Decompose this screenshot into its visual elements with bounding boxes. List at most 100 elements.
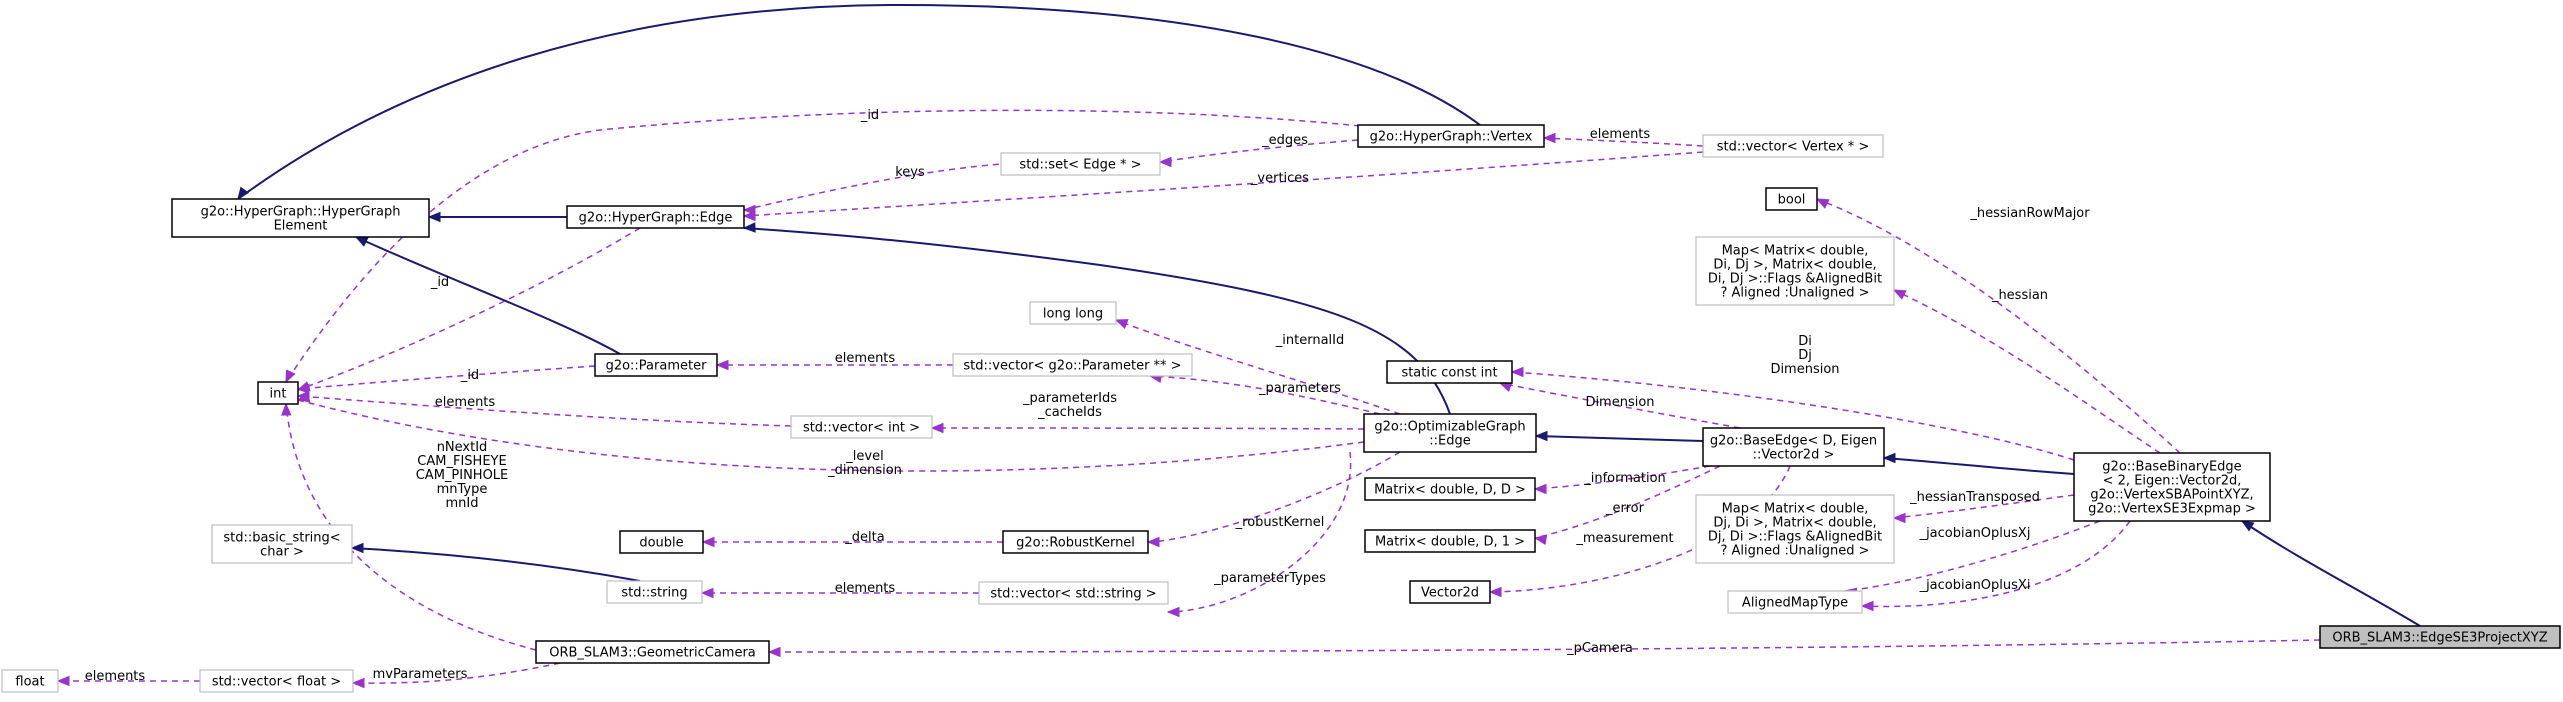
edge-optimizable_edge-int-level: _level_dimension — [296, 392, 1365, 478]
node-label-line: ? Aligned :Unaligned > — [1720, 286, 1869, 301]
edge-base_edge-static_const_int: Dimension — [1498, 382, 1741, 429]
class-node-vector-vertex[interactable]: std::vector< Vertex * > — [1702, 134, 1884, 158]
class-node-parameter[interactable]: g2o::Parameter — [594, 353, 718, 377]
edge-vector_float-float: elements — [56, 669, 201, 687]
edge-label-line: Di — [1798, 334, 1812, 349]
node-label: AlignedMapType — [1742, 596, 1848, 611]
node-label-line: Di, Dj >::Flags &AlignedBit — [1708, 272, 1882, 287]
node-label: std::string — [621, 586, 687, 601]
class-node-hypergraph-edge[interactable]: g2o::HyperGraph::Edge — [566, 205, 745, 229]
edge-label-line: _delta — [844, 530, 884, 545]
arrow-head-icon — [296, 392, 311, 403]
class-node-double[interactable]: double — [619, 530, 704, 554]
class-node-vector-string[interactable]: std::vector< std::string > — [978, 581, 1169, 605]
edge-label-line: _id — [430, 275, 449, 290]
edge-line — [237, 3, 1481, 200]
node-label-line: bool — [1778, 193, 1806, 208]
class-node-robust-kernel[interactable]: g2o::RobustKernel — [1002, 530, 1149, 554]
arrow-head-icon — [742, 222, 756, 233]
class-node-optimizable-edge[interactable]: g2o::OptimizableGraph::Edge — [1363, 413, 1537, 453]
class-node-edge-se3[interactable]: ORB_SLAM3::EdgeSE3ProjectXYZ — [2319, 625, 2561, 649]
node-label-line: std::set< Edge * > — [1019, 158, 1141, 173]
edge-label: _parameterIds_cacheIds — [1022, 391, 1117, 420]
edge-base_binary_edge-to-base_edge — [1882, 452, 2075, 475]
arrow-head-icon — [1534, 430, 1548, 442]
edge-optimizable_edge-vector_int: _parameterIds_cacheIds — [930, 391, 1365, 434]
edge-label: _hessianTransposed — [1909, 490, 2040, 505]
node-label-line: static const int — [1401, 366, 1497, 381]
node-label: std::vector< float > — [212, 675, 341, 690]
node-label-line: char > — [260, 545, 304, 560]
class-node-geometric-camera[interactable]: ORB_SLAM3::GeometricCamera — [535, 640, 770, 664]
class-node-static-const-int[interactable]: static const int — [1386, 360, 1513, 384]
node-box — [257, 381, 299, 405]
edge-line — [1534, 465, 1711, 490]
class-node-aligned-map-type[interactable]: AlignedMapType — [1727, 590, 1863, 614]
class-node-matrix-d1[interactable]: Matrix< double, D, 1 > — [1364, 529, 1536, 553]
edge-base_edge-matrix_d1: _error — [1533, 465, 1721, 545]
class-node-int[interactable]: int — [257, 381, 299, 405]
edge-label: elements — [435, 395, 496, 410]
edge-vector_string-std_string: elements — [700, 581, 979, 599]
edge-label-line: _parameterIds — [1022, 391, 1117, 406]
node-label-line: Map< Matrix< double, — [1722, 502, 1869, 517]
arrow-head-icon — [767, 646, 781, 658]
arrow-head-icon — [701, 536, 715, 548]
node-label-line: std::basic_string< — [223, 531, 340, 546]
class-node-basic-string[interactable]: std::basic_string<char > — [211, 524, 353, 564]
class-node-map-hessian[interactable]: Map< Matrix< double,Di, Dj >, Matrix< do… — [1695, 236, 1895, 306]
node-box — [1695, 494, 1895, 564]
class-node-set-edge[interactable]: std::set< Edge * > — [1000, 152, 1161, 176]
node-label: g2o::Parameter — [606, 359, 708, 374]
node-label-line: g2o::BaseEdge< D, Eigen — [1710, 434, 1877, 449]
node-label: std::vector< g2o::Parameter ** > — [963, 359, 1181, 374]
edge-optimizable_edge-robust_kernel: _robustKernel — [1146, 451, 1401, 548]
edge-line — [285, 403, 537, 651]
class-node-vector2d[interactable]: Vector2d — [1409, 580, 1491, 604]
node-box — [790, 415, 933, 439]
edge-label-line: _cacheIds — [1037, 405, 1102, 420]
edge-robust_kernel-double: _delta — [701, 530, 1004, 548]
arrow-head-icon — [350, 542, 364, 554]
edge-line — [1893, 289, 2161, 454]
edge-line — [285, 109, 1361, 383]
node-label-line: Element — [274, 219, 328, 234]
class-node-base-edge[interactable]: g2o::BaseEdge< D, Eigen::Vector2d > — [1702, 427, 1885, 467]
node-label: std::vector< std::string > — [990, 587, 1156, 602]
node-label: Matrix< double, D, D > — [1374, 483, 1526, 498]
class-node-hypergraph-vertex[interactable]: g2o::HyperGraph::Vertex — [1357, 124, 1545, 148]
edge-label: elements — [835, 581, 896, 596]
class-node-matrix-dd[interactable]: Matrix< double, D, D > — [1364, 477, 1536, 501]
node-label: std::set< Edge * > — [1019, 158, 1141, 173]
edge-line — [1489, 465, 1791, 593]
arrow-head-icon — [296, 383, 310, 395]
class-node-base-binary-edge[interactable]: g2o::BaseBinaryEdge< 2, Eigen::Vector2d,… — [2073, 452, 2271, 522]
node-label-line: std::string — [621, 586, 687, 601]
class-node-bool[interactable]: bool — [1765, 187, 1818, 211]
class-node-vector-int[interactable]: std::vector< int > — [790, 415, 933, 439]
arrow-head-icon — [56, 675, 70, 687]
edge-label: _level_dimension — [827, 449, 902, 478]
node-label-line: g2o::VertexSBAPointXYZ, — [2090, 488, 2253, 503]
edge-label: _id — [460, 368, 479, 383]
node-box — [1357, 124, 1545, 148]
edge-line — [1816, 198, 2181, 454]
arrow-head-icon — [281, 402, 292, 416]
edge-label-line: keys — [895, 165, 925, 180]
node-label: g2o::HyperGraph::Vertex — [1370, 130, 1533, 145]
arrow-head-icon — [1892, 512, 1906, 524]
node-label-line: AlignedMapType — [1742, 596, 1848, 611]
class-node-vector-float[interactable]: std::vector< float > — [199, 669, 354, 693]
edge-vector_vertex-hypergraph_vertex: elements — [1542, 127, 1704, 147]
class-node-map-hessian-t[interactable]: Map< Matrix< double,Dj, Di >, Matrix< do… — [1695, 494, 1895, 564]
class-node-long-long[interactable]: long long — [1029, 301, 1117, 325]
node-label: std::basic_string<char > — [223, 531, 340, 560]
class-node-float[interactable]: float — [1, 669, 59, 693]
node-label-line: double — [639, 536, 683, 551]
edge-label: _error — [1605, 501, 1645, 516]
class-node-vector-parameter[interactable]: std::vector< g2o::Parameter ** > — [952, 353, 1193, 377]
class-node-std-string[interactable]: std::string — [606, 580, 703, 604]
node-label: g2o::RobustKernel — [1016, 536, 1135, 551]
